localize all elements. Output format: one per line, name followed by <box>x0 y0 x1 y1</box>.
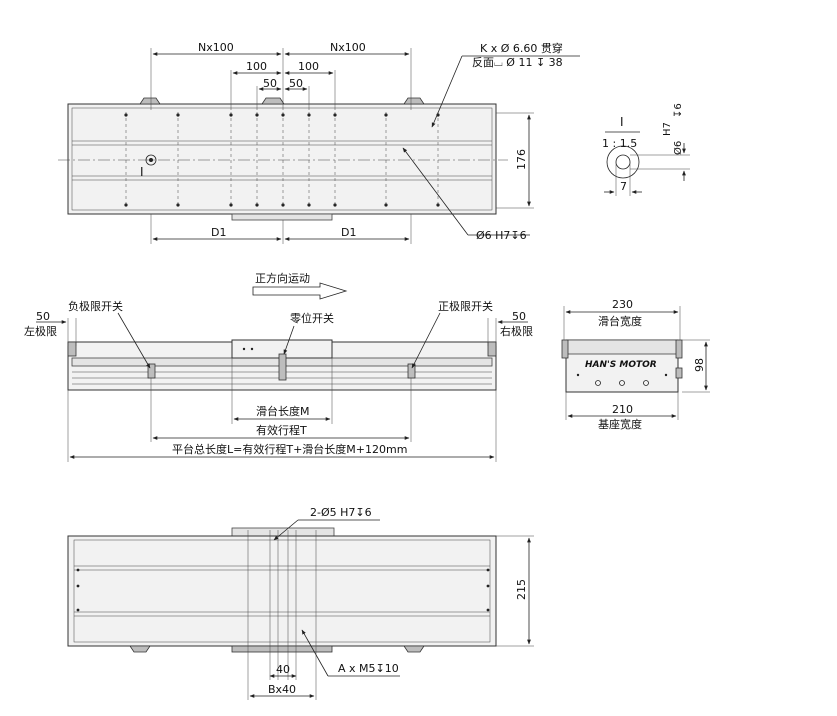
zero-switch-label: 零位开关 <box>290 311 334 325</box>
detail-inner-circle <box>615 154 631 170</box>
end-view: 230 滑台宽度 HAN'S MOTOR 98 210 基座宽度 <box>561 298 710 431</box>
dim-100-right: 100 <box>298 60 319 73</box>
top-view-hole-axes <box>125 112 439 208</box>
bottom-view: 2-Ø5 H7↧6 215 40 Bx40 A x M5↧10 <box>67 506 534 700</box>
dim-bx40: Bx40 <box>268 683 296 696</box>
right-limit-dim: 50 <box>512 310 526 323</box>
base-width-label: 基座宽度 <box>598 417 642 431</box>
dim-pitch-right: Nx100 <box>330 41 366 54</box>
bottom-view-body <box>67 535 497 647</box>
direction-arrow-icon <box>252 282 348 300</box>
neg-switch-label: 负极限开关 <box>68 299 123 313</box>
top-view-inner <box>71 107 493 211</box>
clamp <box>261 97 285 105</box>
bottom-view-inner <box>73 539 491 643</box>
end-height-dim: 98 <box>693 358 706 372</box>
direction-label: 正方向运动 <box>255 271 310 285</box>
dim-pitch-left: Nx100 <box>198 41 234 54</box>
zero-switch-leader <box>283 325 295 355</box>
callout-leader <box>431 55 463 128</box>
pos-switch-label: 正极限开关 <box>438 299 493 313</box>
hole-callout-line2: 反面⌴ Ø 11 ↧ 38 <box>472 56 563 69</box>
clamp <box>129 645 151 653</box>
pin-callout: Ø6 H7↧6 <box>476 229 527 242</box>
brand-logo: HAN'S MOTOR <box>585 360 657 370</box>
detail-width-7: 7 <box>620 180 627 193</box>
side-end-cap-left <box>67 341 77 357</box>
hole-callout-line1: K x Ø 6.60 贯穿 <box>480 41 563 55</box>
top-view-sensor <box>145 154 157 166</box>
top-width-label: 滑台宽度 <box>598 314 642 328</box>
dim-50-right: 50 <box>289 77 303 90</box>
bottom-pin-leader <box>273 519 299 541</box>
zero-switch <box>278 353 287 381</box>
side-end-cap-right <box>487 341 497 357</box>
top-view-sensor-center <box>149 158 153 162</box>
top-view-slider-tab <box>231 213 333 221</box>
pin-leader <box>402 147 469 236</box>
dim-100-left: 100 <box>246 60 267 73</box>
side-view: 正方向运动 50 左极限 50 右极限 负极限开关 零位开关 正极限开关 <box>24 271 533 462</box>
thread-leader <box>301 629 329 677</box>
clamp <box>403 97 425 105</box>
top-width-dim: 230 <box>612 298 633 311</box>
end-view-sensor <box>675 367 683 379</box>
stroke-label: 有效行程T <box>256 423 307 437</box>
left-limit-label: 左极限 <box>24 324 57 338</box>
detail-dia: Ø6 <box>672 141 684 155</box>
pos-limit-switch <box>407 363 416 379</box>
neg-switch-leader <box>117 312 151 369</box>
clamp <box>139 97 161 105</box>
top-view-dimensions <box>150 48 412 110</box>
detail-view: I 1 : 1.5 7 Ø6 H7 ↧6 <box>602 103 690 196</box>
right-limit-label: 右极限 <box>500 324 533 338</box>
top-view-body <box>67 103 497 215</box>
base-width-dim: 210 <box>612 403 633 416</box>
left-limit-dim: 50 <box>36 310 50 323</box>
dim-d1-right: D1 <box>341 226 356 239</box>
dim-height-176: 176 <box>515 149 528 170</box>
end-view-flange-right <box>675 339 683 359</box>
neg-limit-switch <box>147 363 156 379</box>
detail-scale: 1 : 1.5 <box>602 137 637 150</box>
dim-d1-left: D1 <box>211 226 226 239</box>
clamp <box>403 645 425 653</box>
slide-length-label: 滑台长度M <box>256 404 310 418</box>
detail-outer-circle <box>606 145 640 179</box>
dim-50-left: 50 <box>263 77 277 90</box>
bottom-height-dim: 215 <box>515 579 528 600</box>
end-view-top-plate <box>565 339 679 355</box>
section-marker: I <box>140 165 144 179</box>
top-view: I <box>58 41 580 244</box>
dim-40: 40 <box>276 663 290 676</box>
pos-switch-leader <box>411 312 441 369</box>
total-length-label: 平台总长度L=有效行程T+滑台长度M+120mm <box>172 442 407 456</box>
bottom-view-tab <box>231 645 333 653</box>
detail-depth: ↧6 <box>673 103 684 118</box>
detail-tol: H7 <box>662 122 673 136</box>
bottom-pin-callout: 2-Ø5 H7↧6 <box>310 506 372 519</box>
end-view-flange-left <box>561 339 569 359</box>
thread-callout: A x M5↧10 <box>338 662 399 675</box>
detail-label: I <box>620 115 624 129</box>
bottom-view-hole-axes <box>247 530 317 700</box>
